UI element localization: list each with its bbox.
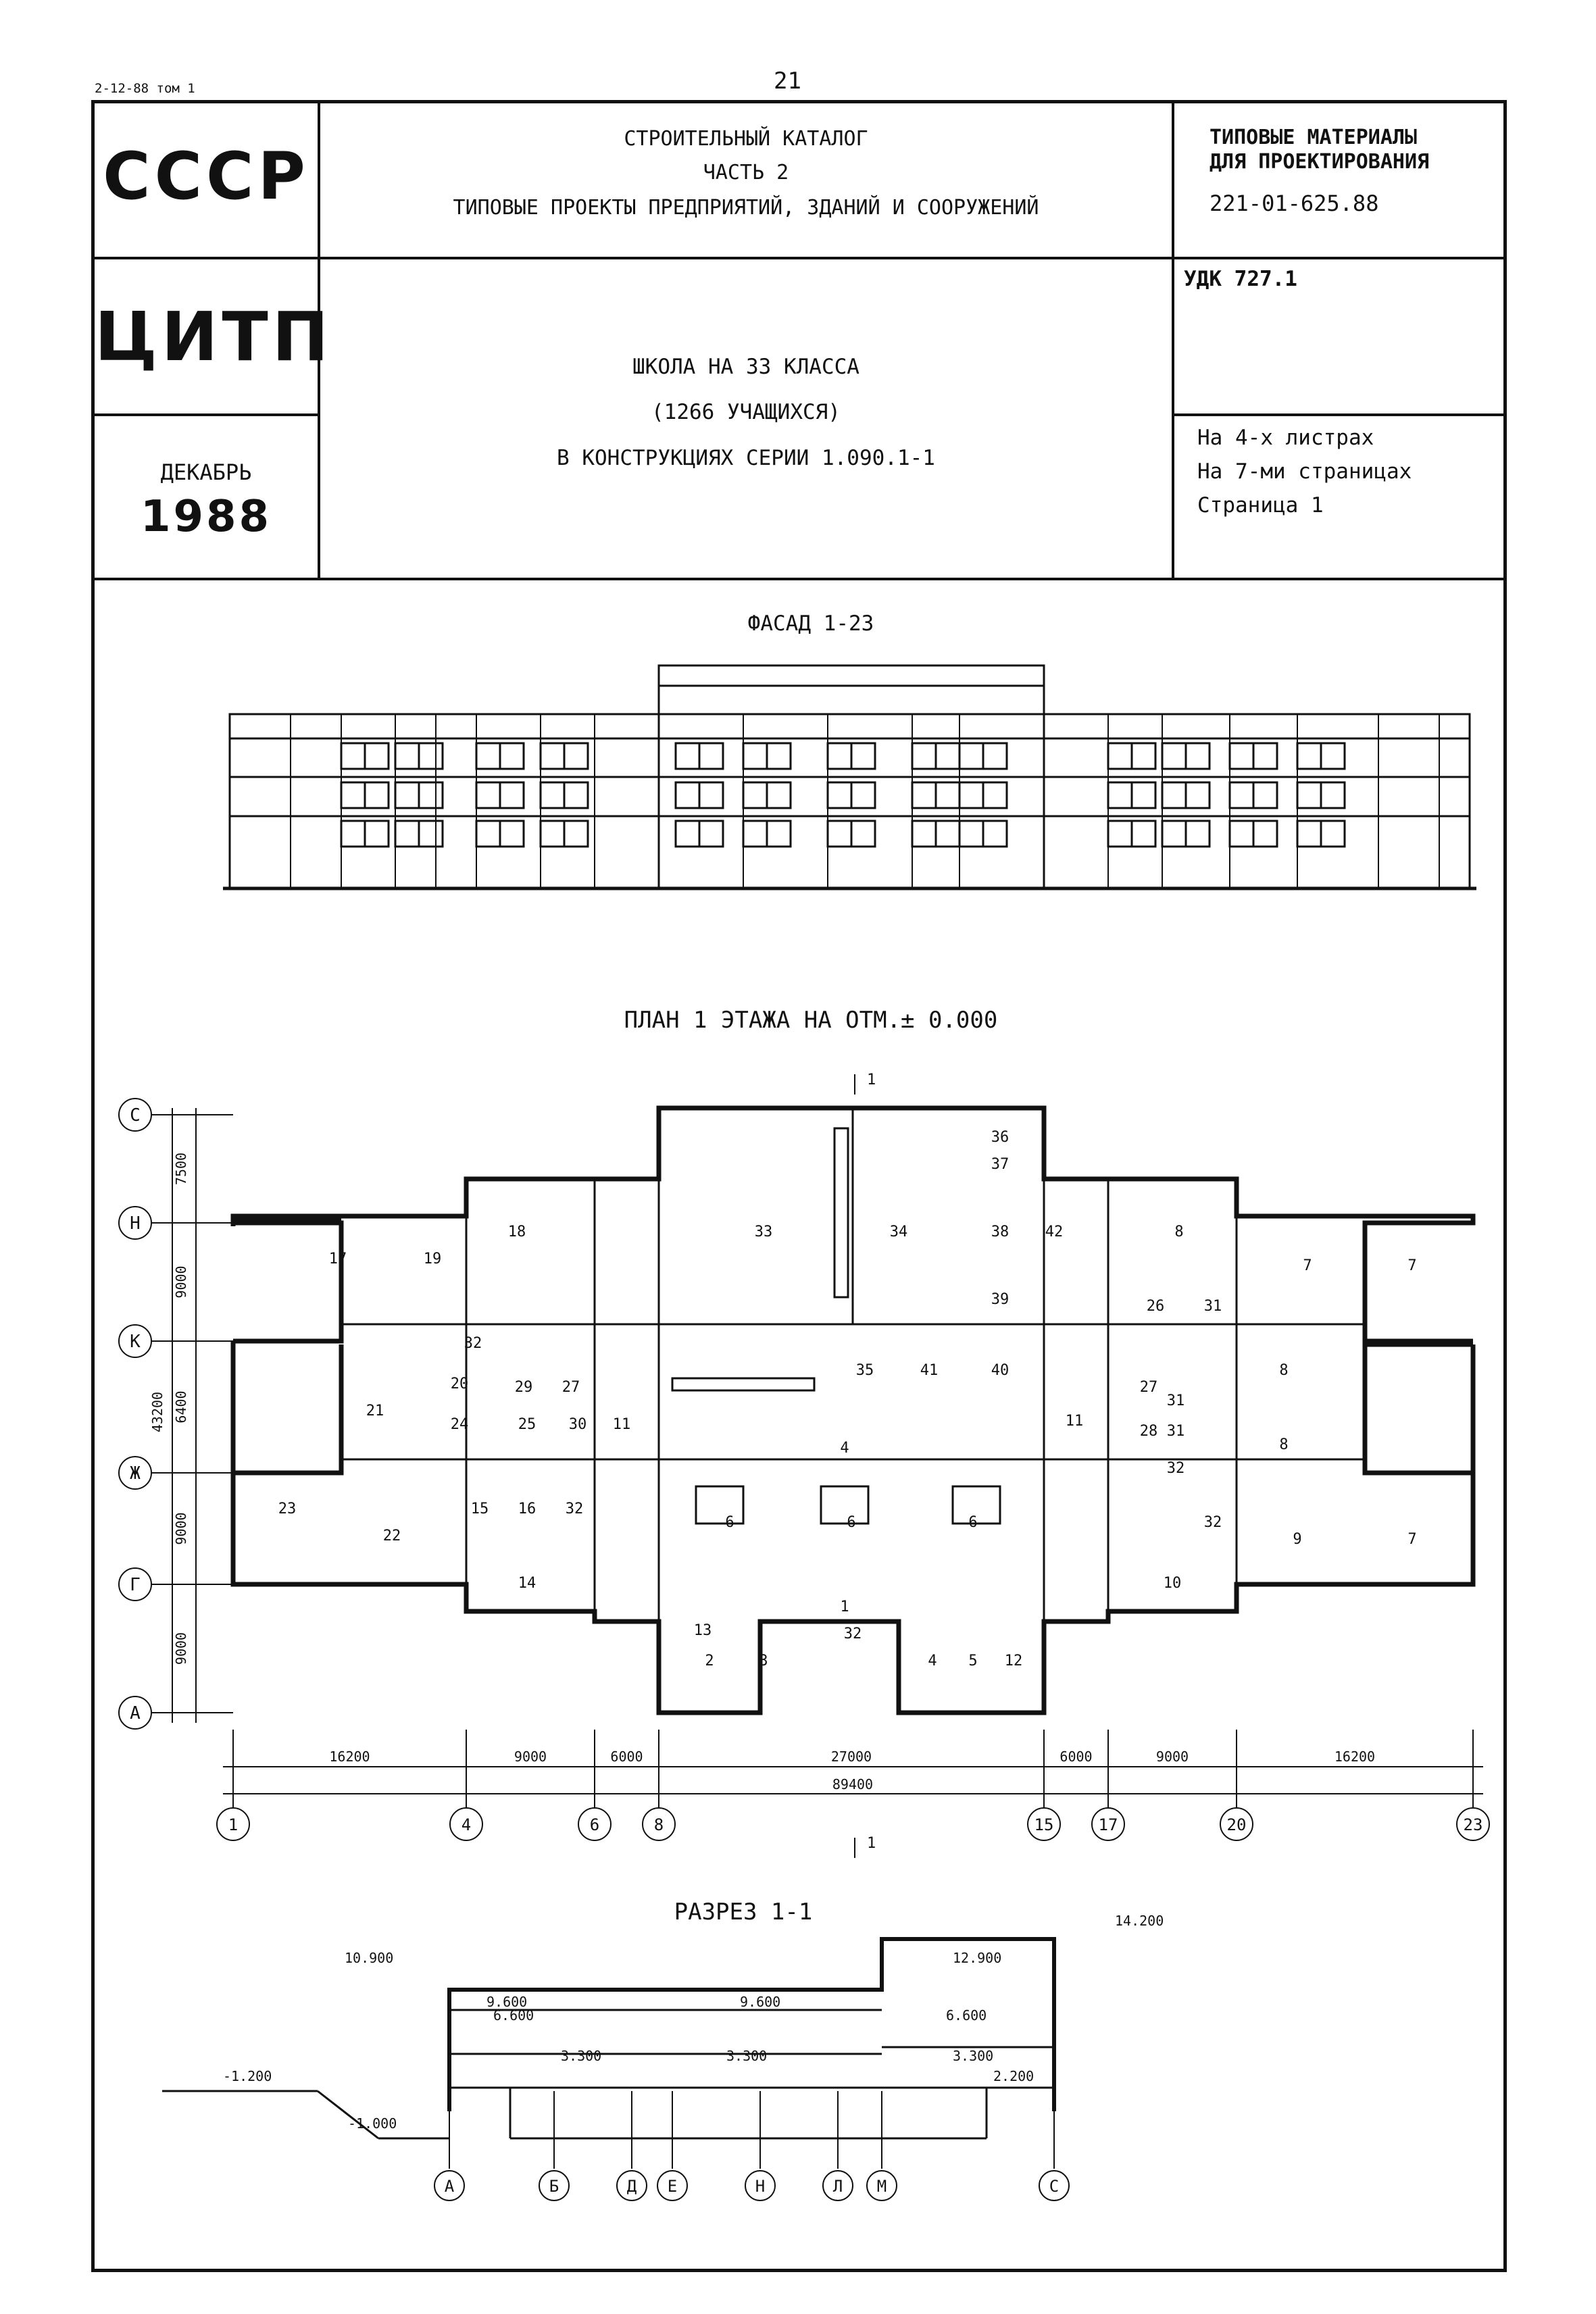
date-year: 1988: [140, 492, 272, 542]
facade-title: ФАСАД 1-23: [747, 611, 874, 636]
left-cell-divider: [91, 413, 318, 416]
materials-code: 221-01-625.88: [1210, 191, 1379, 216]
date-month: ДЕКАБРЬ: [160, 459, 252, 485]
org-ussr: СССР: [103, 139, 309, 214]
header-volume-label: 2-12-88 том 1: [95, 81, 195, 96]
project-line2: (1266 УЧАЩИХСЯ): [651, 400, 841, 424]
catalog-line1: СТРОИТЕЛЬНЫЙ КАТАЛОГ: [624, 127, 868, 151]
sheets-line2: На 7-ми страницах: [1197, 459, 1412, 484]
catalog-line2: ЧАСТЬ 2: [703, 161, 789, 184]
org-citp: ЦИТП: [95, 297, 333, 376]
page-number: 21: [774, 68, 801, 95]
sheets-line1: На 4-х листрах: [1197, 426, 1374, 450]
materials-line2: ДЛЯ ПРОЕКТИРОВАНИЯ: [1210, 150, 1430, 174]
page-frame: [91, 100, 1507, 2272]
right-cell-divider: [1172, 413, 1507, 416]
project-line1: ШКОЛА НА 33 КЛАССА: [632, 355, 859, 379]
sheets-line3: Страница 1: [1197, 493, 1324, 518]
materials-line1: ТИПОВЫЕ МАТЕРИАЛЫ: [1210, 126, 1418, 149]
catalog-line3: ТИПОВЫЕ ПРОЕКТЫ ПРЕДПРИЯТИЙ, ЗДАНИЙ И СО…: [453, 196, 1039, 220]
title-row-divider: [91, 257, 1507, 259]
project-line3: В КОНСТРУКЦИЯХ СЕРИИ 1.090.1-1: [557, 446, 935, 470]
title-divider-right: [1172, 100, 1174, 580]
section-title: РАЗРЕЗ 1-1: [674, 1898, 813, 1926]
title-block-bottom: [91, 578, 1507, 580]
title-divider-left: [318, 100, 320, 580]
udk-code: УДК 727.1: [1184, 267, 1297, 291]
plan-title: ПЛАН 1 ЭТАЖА НА ОТМ.± 0.000: [624, 1007, 998, 1034]
